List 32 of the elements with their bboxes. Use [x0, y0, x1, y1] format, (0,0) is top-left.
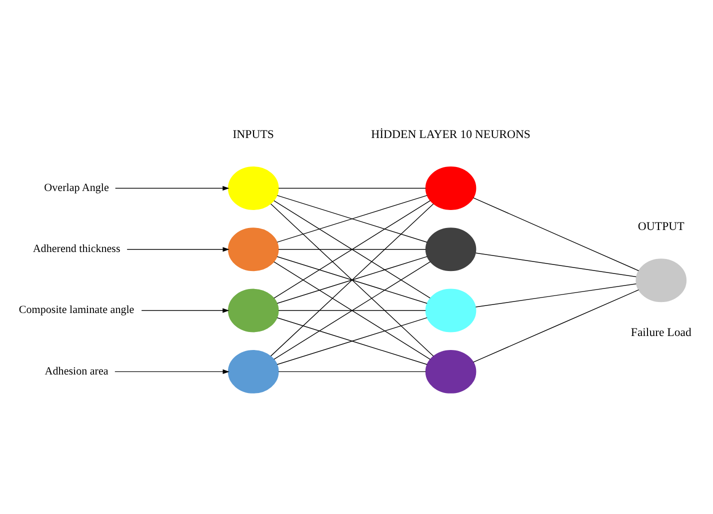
node-circle: [228, 288, 279, 332]
connector: [276, 316, 428, 364]
arrow: [126, 246, 230, 252]
connector: [276, 256, 428, 304]
arrow: [114, 185, 230, 190]
connector: [276, 194, 428, 242]
node-circle: [228, 349, 279, 393]
node-circle: [228, 227, 279, 271]
node-circle: [636, 258, 687, 302]
connector: [274, 260, 430, 360]
node-text: Overlap Angle: [44, 181, 109, 194]
connector: [475, 252, 636, 277]
connector: [472, 196, 640, 271]
node-text: Adherend thickness: [32, 242, 120, 254]
connector: [475, 282, 636, 307]
arrow: [114, 368, 230, 374]
connector: [278, 248, 426, 250]
node-circle: [425, 349, 476, 393]
node-label: Failure Load: [630, 326, 692, 339]
node-circle: [425, 166, 476, 210]
node-circle: [425, 288, 476, 332]
node-circle: [425, 227, 476, 271]
connector: [278, 187, 426, 188]
label: HİDDEN LAYER 10 NEURONS: [371, 128, 530, 141]
node-text: Composite laminate angle: [18, 304, 134, 316]
node-label: OUTPUT: [638, 220, 684, 233]
node-circle: [228, 166, 279, 210]
connector: [278, 370, 426, 372]
connector: [472, 288, 640, 362]
node-text: Adhesion area: [44, 364, 108, 377]
label: INPUTS: [232, 128, 274, 141]
arrow: [141, 308, 230, 312]
